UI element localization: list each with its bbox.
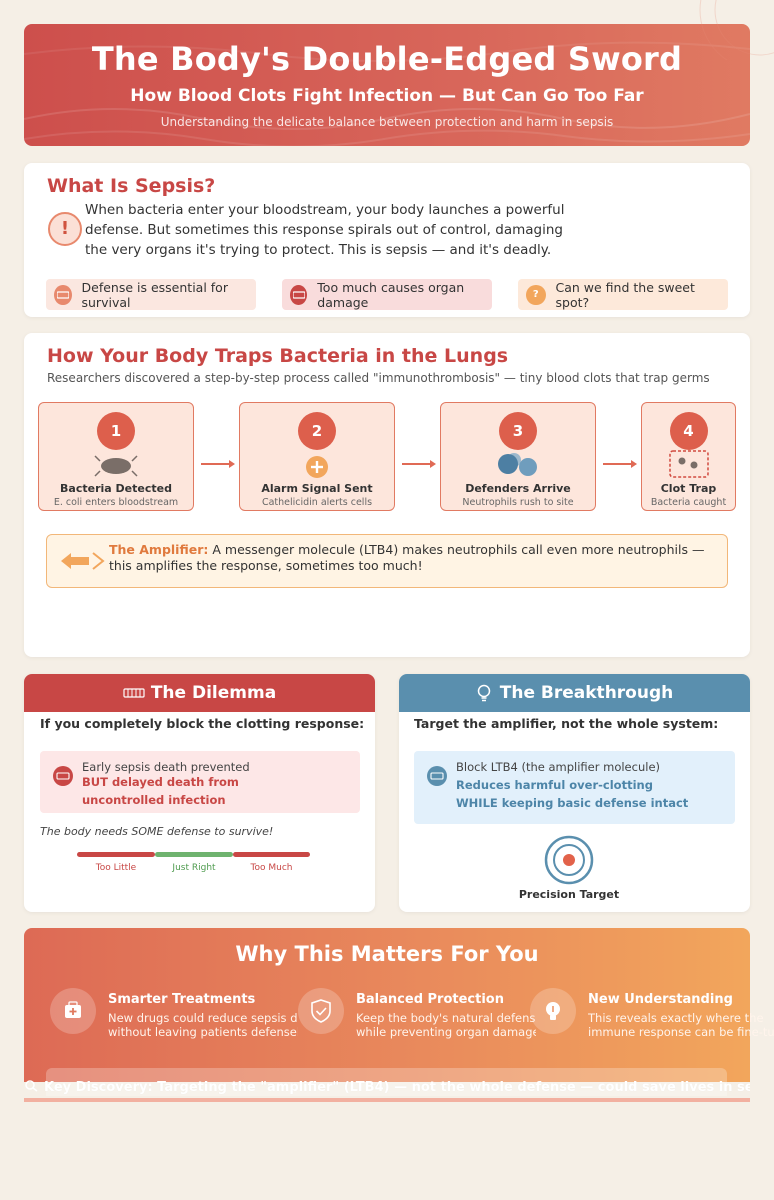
arrow-icon xyxy=(603,460,637,468)
blocked-icon xyxy=(123,688,145,698)
dilemma-question: If you completely block the clotting res… xyxy=(40,716,365,731)
breakthrough-line-2: Reduces harmful over-clotting xyxy=(456,778,653,792)
step-desc: E. coli enters bloodstream xyxy=(53,497,179,508)
precision-target-icon xyxy=(544,835,594,885)
breakthrough-line-3: WHILE keeping basic defense intact xyxy=(456,796,689,810)
breakthrough-heading: The Breakthrough xyxy=(499,683,674,703)
amplifier-text: The Amplifier: A messenger molecule (LTB… xyxy=(109,542,709,574)
scale-bar-too-little xyxy=(77,852,155,857)
clot-trap-icon xyxy=(668,450,709,478)
amplifier-arrow-icon xyxy=(61,552,105,570)
traps-heading: How Your Body Traps Bacteria in the Lung… xyxy=(47,345,509,367)
dilemma-line-3: uncontrolled infection xyxy=(82,793,226,807)
sepsis-heading: What Is Sepsis? xyxy=(47,175,216,197)
discovery-box xyxy=(46,1068,727,1096)
discovery-icon xyxy=(24,1080,38,1092)
amplifier-body: A messenger molecule (LTB4) makes neutro… xyxy=(109,542,705,573)
wave-decoration xyxy=(24,41,750,146)
benefit-desc: New drugs could reduce sepsis damagewith… xyxy=(108,1011,298,1039)
discovery-label: Key Discovery: Targeting the "amplifier"… xyxy=(44,1080,750,1095)
shield-icon xyxy=(54,284,72,305)
step-number: 3 xyxy=(499,412,537,450)
scale-label: Too Little xyxy=(95,863,137,873)
step-2: 2 Alarm Signal Sent Cathelicidin alerts … xyxy=(239,402,395,511)
shield-check-icon xyxy=(298,988,344,1034)
chip-sweet-spot: ? Can we find the sweet spot? xyxy=(518,279,728,310)
benefit-desc-line: without leaving patients defenseless xyxy=(108,1025,298,1039)
chip-label: Defense is essential for survival xyxy=(81,279,228,310)
benefit-desc-line: immune response can be fine-tuned xyxy=(588,1025,774,1039)
warning-icon xyxy=(290,284,308,305)
benefit-title: Balanced Protection xyxy=(356,992,504,1007)
step-desc: Cathelicidin alerts cells xyxy=(261,497,373,508)
step-title: Clot Trap xyxy=(660,482,717,495)
scale-label: Too Much xyxy=(250,863,293,873)
page-subtitle: How Blood Clots Fight Infection — But Ca… xyxy=(130,86,644,106)
breakthrough-line-1: Block LTB4 (the amplifier molecule) xyxy=(456,760,661,774)
dilemma-header: The Dilemma xyxy=(24,674,375,712)
chip-label: Can we find the sweet spot? xyxy=(555,279,695,310)
step-1: 1 Bacteria Detected E. coli enters blood… xyxy=(38,402,194,511)
dilemma-line-2: BUT delayed death from xyxy=(82,775,239,789)
page-tagline: Understanding the delicate balance betwe… xyxy=(160,115,614,129)
alert-icon: ! xyxy=(48,212,82,246)
chip-defense: Defense is essential for survival xyxy=(46,279,256,310)
step-number: 4 xyxy=(669,412,708,450)
page-title: The Body's Double-Edged Sword xyxy=(91,40,683,78)
sepsis-description: When bacteria enter your bloodstream, yo… xyxy=(85,202,565,258)
header-banner: The Body's Double-Edged Sword How Blood … xyxy=(24,24,750,146)
dilemma-box: Early sepsis death prevented BUT delayed… xyxy=(40,751,360,813)
neutrophils-icon xyxy=(498,453,537,476)
bacteria-icon xyxy=(94,455,138,477)
step-desc: Bacteria caught xyxy=(650,497,727,508)
step-title: Bacteria Detected xyxy=(60,482,172,495)
why-banner: Why This Matters For You xyxy=(24,928,750,1082)
warning-icon xyxy=(53,766,73,786)
divider xyxy=(24,1098,750,1102)
medkit-icon xyxy=(50,988,96,1034)
scale-bar-too-much xyxy=(233,852,310,857)
benefit-desc-line: This reveals exactly where the xyxy=(588,1011,764,1025)
why-heading: Why This Matters For You xyxy=(235,942,539,966)
plus-signal-icon xyxy=(306,456,328,478)
dilemma-note: The body needs SOME defense to survive! xyxy=(40,825,274,838)
benefit-title: Smarter Treatments xyxy=(108,992,256,1007)
scale-label: Just Right xyxy=(172,863,216,873)
scale-bar-just-right xyxy=(155,852,233,857)
arrow-icon xyxy=(201,460,235,468)
benefit-desc-line: New drugs could reduce sepsis damage xyxy=(108,1011,298,1025)
amplifier-callout: The Amplifier: A messenger molecule (LTB… xyxy=(46,534,728,588)
chip-damage: Too much causes organ damage xyxy=(282,279,492,310)
breakthrough-question: Target the amplifier, not the whole syst… xyxy=(414,716,719,731)
amplifier-label: The Amplifier: xyxy=(109,542,209,557)
benefit-desc-line: Keep the body's natural defenses xyxy=(356,1011,536,1025)
breakthrough-header: The Breakthrough xyxy=(399,674,750,712)
step-desc: Neutrophils rush to site xyxy=(462,497,574,508)
discovery-text: Key Discovery: Targeting the "amplifier"… xyxy=(24,1080,750,1095)
dilemma-line-1: Early sepsis death prevented xyxy=(82,760,250,774)
step-number: 2 xyxy=(298,412,336,450)
precision-target-label: Precision Target xyxy=(518,888,620,901)
corner-circles-decoration xyxy=(699,0,774,60)
chip-label: Too much causes organ damage xyxy=(317,279,465,310)
step-4: 4 Clot Trap Bacteria caught xyxy=(641,402,736,511)
lightbulb-icon xyxy=(477,684,491,702)
lightbulb-icon xyxy=(530,988,576,1034)
step-number: 1 xyxy=(97,412,135,450)
breakthrough-box: Block LTB4 (the amplifier molecule) Redu… xyxy=(414,751,735,824)
question-icon: ? xyxy=(526,284,546,305)
dilemma-heading: The Dilemma xyxy=(150,683,277,703)
traps-subheading: Researchers discovered a step-by-step pr… xyxy=(47,371,710,385)
benefit-desc-line: while preventing organ damage xyxy=(356,1025,536,1039)
step-3: 3 Defenders Arrive Neutrophils rush to s… xyxy=(440,402,596,511)
step-title: Alarm Signal Sent xyxy=(261,482,373,495)
arrow-icon xyxy=(402,460,436,468)
target-molecule-icon xyxy=(427,766,447,786)
benefit-title: New Understanding xyxy=(588,992,733,1007)
step-title: Defenders Arrive xyxy=(465,482,571,495)
